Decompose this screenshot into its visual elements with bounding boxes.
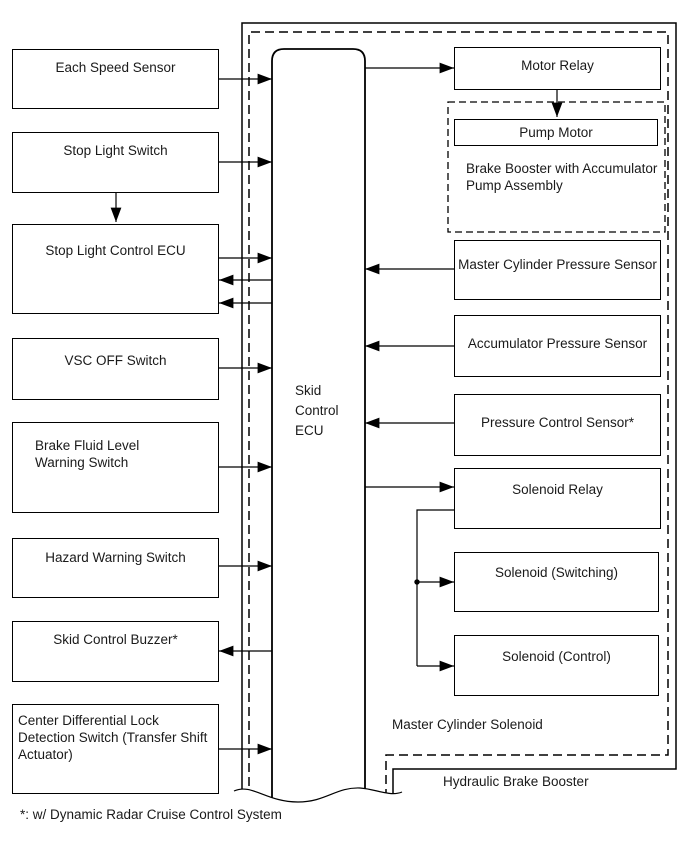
box-label: Stop Light Control ECU (45, 243, 186, 258)
box-master-cylinder-pressure-sensor: Master Cylinder Pressure Sensor (454, 240, 661, 300)
box-label: VSC OFF Switch (64, 353, 167, 368)
box-solenoid-relay: Solenoid Relay (454, 468, 661, 529)
box-skid-control-buzzer: Skid Control Buzzer* (12, 621, 219, 682)
outer-solid-boundary (241, 22, 677, 800)
caption-master-cylinder-solenoid: Master Cylinder Solenoid (392, 717, 543, 732)
box-label: Hazard Warning Switch (45, 550, 186, 565)
caption-brake-booster-assembly: Brake Booster with Accumulator Pump Asse… (466, 161, 658, 193)
box-label: Solenoid (Control) (502, 649, 611, 664)
box-label: Motor Relay (521, 58, 594, 73)
box-accumulator-pressure-sensor: Accumulator Pressure Sensor (454, 315, 661, 377)
footnote: *: w/ Dynamic Radar Cruise Control Syste… (20, 807, 282, 822)
connectors (110, 62, 563, 755)
box-label: Center Differential Lock Detection Switc… (18, 713, 208, 762)
branch-junction-dot (414, 579, 420, 585)
box-label: Master Cylinder Pressure Sensor (458, 257, 657, 272)
box-label: Stop Light Switch (63, 143, 168, 158)
box-label: Pressure Control Sensor* (480, 415, 635, 430)
box-hazard-warning-switch: Hazard Warning Switch (12, 538, 219, 598)
box-center-differential-lock-detection-switch: Center Differential Lock Detection Switc… (12, 704, 219, 794)
box-stop-light-switch: Stop Light Switch (12, 132, 219, 193)
box-solenoid-control: Solenoid (Control) (454, 635, 659, 696)
box-vsc-off-switch: VSC OFF Switch (12, 338, 219, 400)
box-solenoid-switching: Solenoid (Switching) (454, 552, 659, 612)
box-label: Skid Control Buzzer* (53, 632, 178, 647)
wavy-break-mask (234, 787, 402, 806)
caption-hydraulic-brake-booster: Hydraulic Brake Booster (443, 774, 589, 789)
box-each-speed-sensor: Each Speed Sensor (12, 49, 219, 109)
box-label: Each Speed Sensor (55, 60, 176, 75)
box-brake-fluid-level-warning-switch: Brake Fluid Level Warning Switch (12, 422, 219, 513)
box-label: Accumulator Pressure Sensor (467, 336, 648, 351)
skid-control-ecu-label: Skid Control ECU (295, 383, 339, 438)
box-label: Brake Fluid Level Warning Switch (35, 438, 140, 470)
box-pressure-control-sensor: Pressure Control Sensor* (454, 394, 661, 456)
box-pump-motor: Pump Motor (454, 119, 658, 146)
box-stop-light-control-ecu: Stop Light Control ECU (12, 224, 219, 314)
hydraulic-brake-booster-dashed-boundary (248, 31, 669, 800)
brake-booster-assembly-dashed-box (447, 101, 666, 233)
skid-control-ecu-outline (271, 48, 366, 800)
box-label: Solenoid Relay (512, 482, 603, 497)
wavy-break-line (233, 787, 403, 803)
box-motor-relay: Motor Relay (454, 47, 661, 90)
box-label: Pump Motor (519, 125, 593, 140)
box-label: Solenoid (Switching) (494, 565, 619, 580)
